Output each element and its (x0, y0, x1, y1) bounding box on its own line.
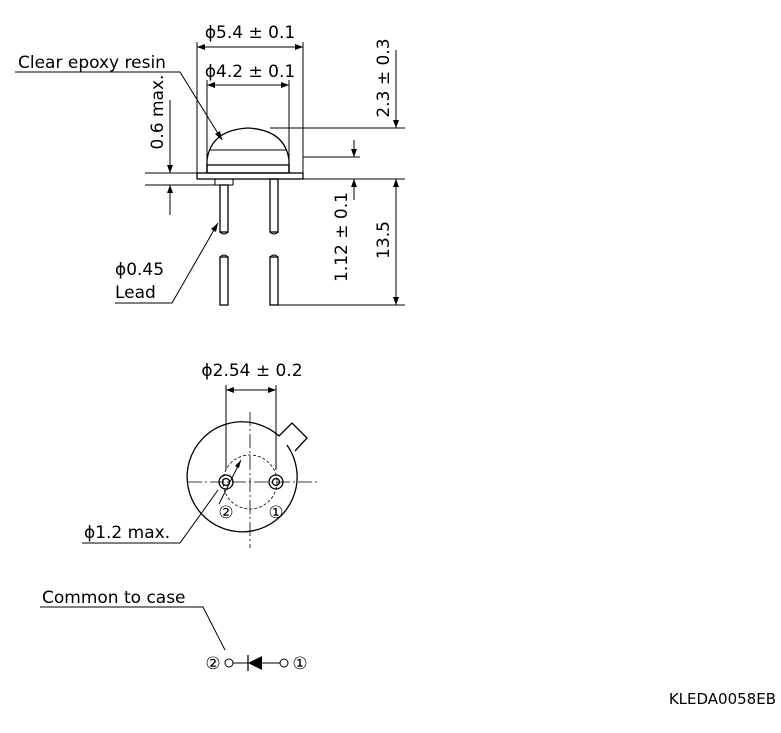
terminal-1 (279, 658, 289, 668)
flange (196, 172, 304, 180)
total-height-label: 2.3 ± 0.3 (374, 38, 394, 117)
lens-dome (206, 127, 290, 172)
lead-length-label: 13.5 (374, 221, 394, 259)
bottom-view (82, 385, 318, 548)
lens-diameter-label: ϕ4.2 ± 0.1 (205, 62, 295, 82)
schematic-pin-2: ② (205, 654, 220, 674)
terminal-2 (224, 658, 234, 668)
pitch-circle (222, 454, 278, 510)
drawing-code: KLEDA0058EB (669, 690, 776, 708)
window-max-label: ϕ1.2 max. (84, 523, 170, 543)
pin-1-number: ① (268, 503, 283, 523)
lead-right (269, 178, 279, 306)
lead-label: Lead (115, 283, 156, 303)
side-view (15, 42, 405, 306)
pin-1-hole (268, 474, 284, 490)
pin-pitch-label: ϕ2.54 ± 0.2 (201, 361, 302, 381)
schematic-pin-1: ① (292, 654, 307, 674)
diode-schematic (40, 606, 289, 671)
cap-body (206, 164, 290, 174)
lead-left (219, 184, 229, 306)
pin-2-number: ② (218, 503, 233, 523)
outer-diameter-label: ϕ5.4 ± 0.1 (205, 23, 295, 43)
lead-diameter-label: ϕ0.45 (115, 260, 164, 280)
resin-label: Clear epoxy resin (18, 53, 166, 73)
flange-label: 1.12 ± 0.1 (332, 192, 352, 282)
case-outline (186, 421, 308, 533)
common-label: Common to case (42, 588, 186, 608)
diode-triangle (248, 656, 262, 670)
height-max-label: 0.6 max. (148, 75, 168, 150)
